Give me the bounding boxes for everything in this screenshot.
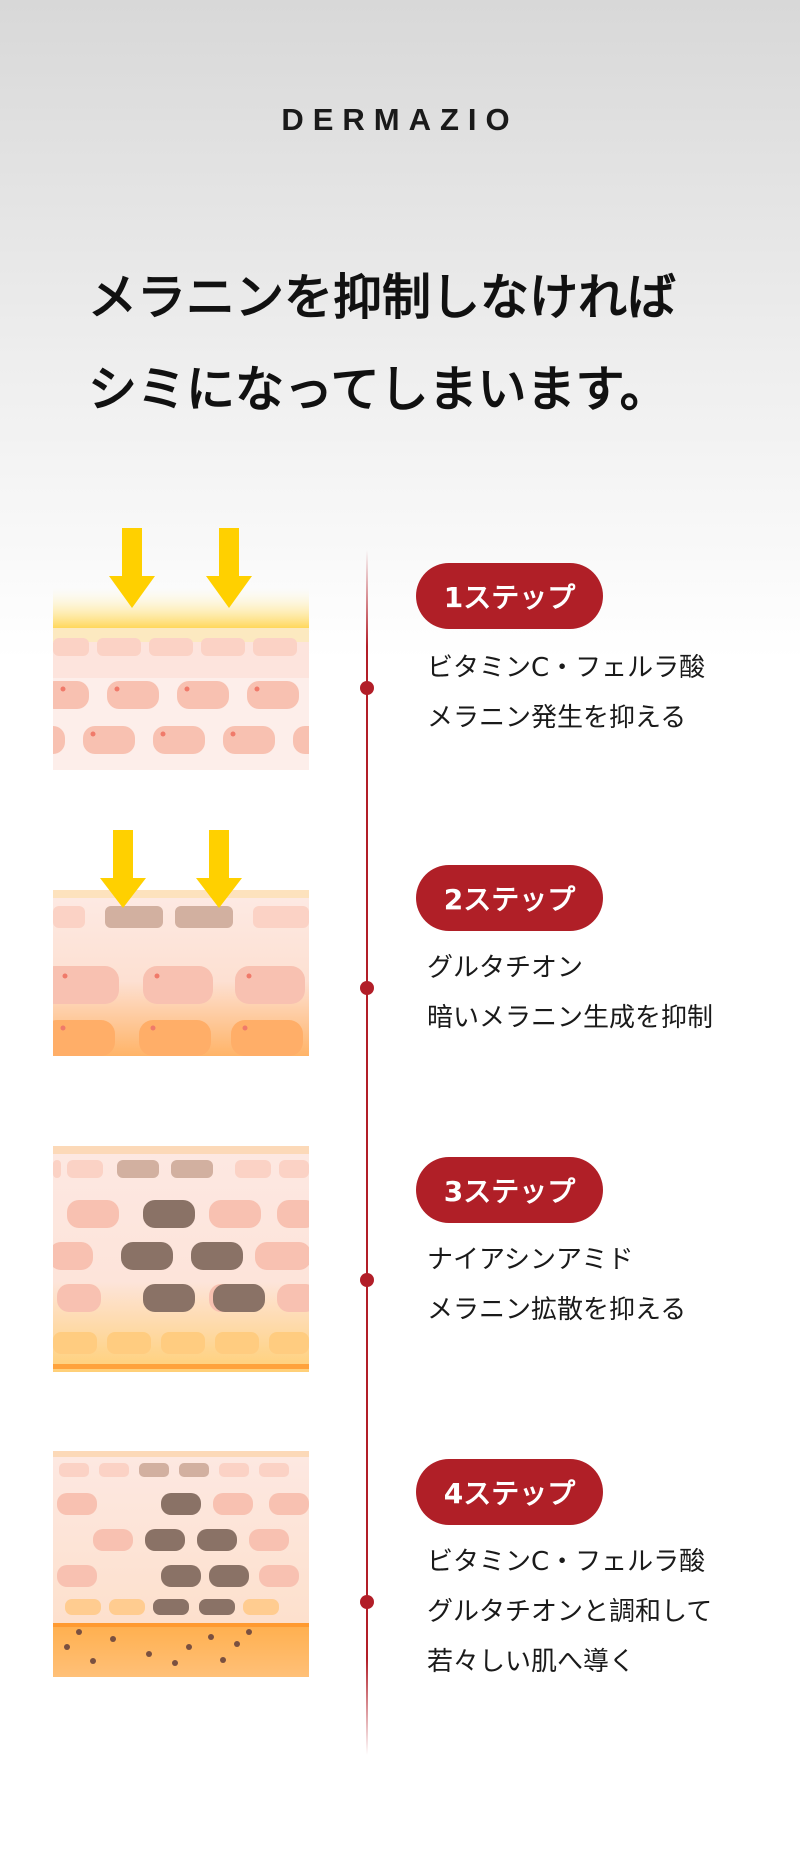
brand-logo: DERMAZIO <box>281 102 519 137</box>
melanin-cells <box>105 906 233 928</box>
step-2-dot <box>360 981 374 995</box>
step-4-dot <box>360 1595 374 1609</box>
skin-cells <box>53 681 309 754</box>
headline-line-1: メラニンを抑制しなければ <box>88 269 677 326</box>
step-1-description: ビタミンC・フェルラ酸 メラニン発生を抑える <box>427 653 706 733</box>
step-3-badge: 3ステップ <box>416 1157 603 1223</box>
timeline-line <box>366 550 368 1755</box>
skin-cells <box>57 1493 309 1587</box>
step-3-illustration <box>53 1146 309 1372</box>
step-4-badge: 4ステップ <box>416 1459 603 1525</box>
uv-arrow-icon <box>100 830 242 908</box>
step-2-description: グルタチオン 暗いメラニン生成を抑制 <box>427 953 714 1033</box>
step-3-dot <box>360 1273 374 1287</box>
skin-cells <box>53 966 305 1004</box>
pigment-dots <box>64 1629 252 1666</box>
step-4-illustration <box>53 1451 309 1677</box>
step-2-illustration <box>53 828 309 1056</box>
melanin-cells <box>145 1493 249 1587</box>
step-4-description: ビタミンC・フェルラ酸 グルタチオンと調和して 若々しい肌へ導く <box>427 1547 713 1677</box>
melanin-cells <box>121 1200 265 1312</box>
step-2-badge: 2ステップ <box>416 865 603 931</box>
step-1-illustration <box>53 528 309 770</box>
step-1-badge: 1ステップ <box>416 563 603 629</box>
headline-line-2: シミになってしまいます。 <box>88 361 669 418</box>
uv-arrow-icon <box>109 528 252 608</box>
step-3-description: ナイアシンアミド メラニン拡散を抑える <box>427 1245 687 1325</box>
step-1-dot <box>360 681 374 695</box>
headline: メラニンを抑制しなければ シミになってしまいます。 <box>88 252 768 436</box>
